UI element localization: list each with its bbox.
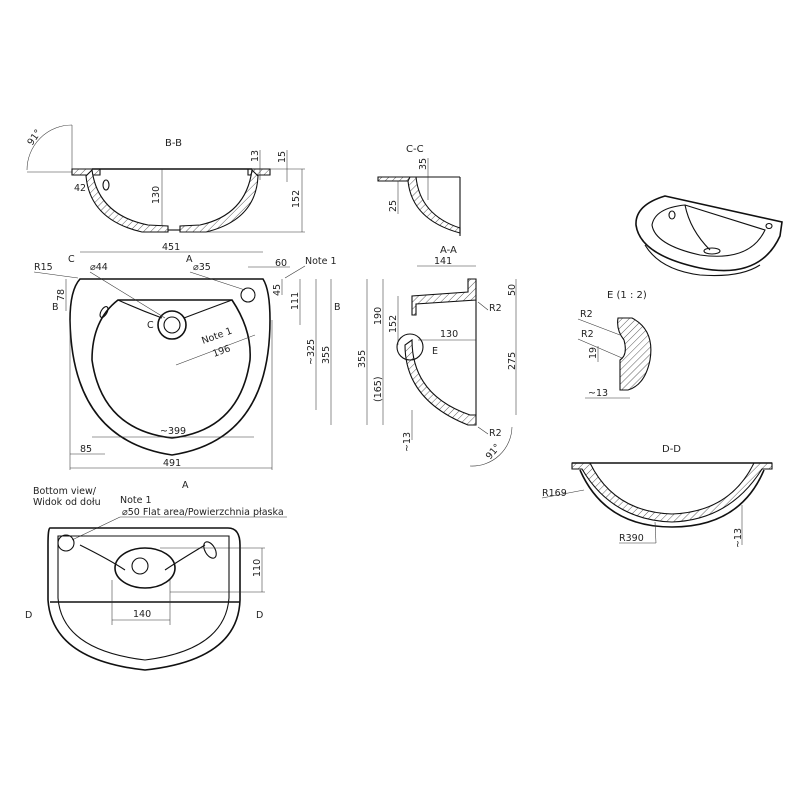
section-bb-view: B-B 91° 130 42 13 15 152 — [25, 124, 305, 233]
svg-text:491: 491 — [163, 458, 181, 469]
svg-text:45: 45 — [272, 284, 283, 296]
svg-text:E: E — [432, 346, 438, 357]
svg-text:190: 190 — [373, 307, 384, 325]
svg-text:25: 25 — [388, 200, 399, 212]
overflow — [99, 306, 109, 318]
svg-text:130: 130 — [151, 186, 162, 204]
svg-text:~325: ~325 — [306, 339, 317, 365]
svg-text:R2: R2 — [489, 303, 502, 314]
svg-text:C: C — [68, 254, 75, 265]
svg-text:78: 78 — [56, 289, 67, 301]
bottom-view: Bottom view/ Widok od dołu Note 1 ⌀50 Fl… — [25, 486, 287, 671]
svg-text:Note 1: Note 1 — [200, 326, 233, 347]
svg-text:B: B — [334, 302, 341, 313]
bottom-view-title-pl: Widok od dołu — [33, 497, 101, 508]
svg-text:35: 35 — [418, 158, 429, 170]
angle-arc — [26, 124, 73, 171]
svg-text:R2: R2 — [581, 329, 594, 340]
svg-text:C: C — [147, 320, 154, 331]
svg-text:355: 355 — [357, 350, 368, 368]
svg-text:15: 15 — [277, 151, 288, 163]
svg-text:⌀44: ⌀44 — [90, 262, 108, 273]
section-cc-view: C-C 35 25 — [377, 144, 461, 236]
svg-text:D-D: D-D — [662, 444, 681, 455]
svg-text:R15: R15 — [34, 262, 53, 273]
tap-hole — [240, 287, 256, 303]
note-title: Note 1 — [120, 495, 152, 506]
flat-area-circle — [57, 534, 75, 552]
top-view: 451 ⌀44 ⌀35 60 Note 1 R15 C 78 B B A A C… — [33, 242, 341, 491]
svg-text:A: A — [182, 480, 189, 491]
svg-text:R2: R2 — [489, 428, 502, 439]
overflow-hole — [102, 179, 110, 191]
section-aa-view: A-A 141 E R2 50 275 355 190 152 130 (165… — [357, 245, 518, 467]
svg-text:A: A — [186, 254, 193, 265]
section-dd-view: D-D R169 R390 ~13 — [541, 444, 773, 548]
svg-text:141: 141 — [434, 256, 452, 267]
bottom-view-title: Bottom view/ — [33, 486, 97, 497]
svg-text:(165): (165) — [373, 376, 384, 402]
svg-text:R169: R169 — [542, 488, 567, 499]
svg-text:42: 42 — [74, 183, 86, 194]
angle-label: 91° — [25, 128, 44, 148]
bowl-outline — [91, 299, 251, 439]
svg-text:91°: 91° — [484, 442, 503, 462]
svg-text:B: B — [52, 302, 59, 313]
svg-text:451: 451 — [162, 242, 180, 253]
isometric-view — [635, 195, 783, 277]
svg-text:~13: ~13 — [588, 388, 608, 399]
basin-outline — [69, 278, 271, 456]
svg-text:R2: R2 — [580, 309, 593, 320]
svg-text:85: 85 — [80, 444, 92, 455]
svg-text:19: 19 — [588, 347, 599, 359]
svg-text:110: 110 — [252, 559, 263, 577]
note-text: ⌀50 Flat area/Powierzchnia płaska — [122, 507, 284, 518]
svg-text:50: 50 — [507, 284, 518, 296]
svg-text:130: 130 — [440, 329, 458, 340]
svg-text:D: D — [25, 610, 32, 621]
svg-text:355: 355 — [321, 346, 332, 364]
svg-text:~13: ~13 — [733, 528, 744, 548]
svg-text:152: 152 — [388, 315, 399, 333]
drain-hole — [157, 310, 187, 340]
detail-e-view: E (1 : 2) R2 R2 19 ~13 — [577, 290, 652, 399]
section-bb-label: B-B — [165, 138, 182, 149]
svg-text:Note 1: Note 1 — [305, 256, 337, 267]
svg-text:140: 140 — [133, 609, 151, 620]
drain-boss — [114, 547, 176, 589]
svg-text:13: 13 — [250, 150, 261, 162]
svg-text:C-C: C-C — [406, 144, 424, 155]
svg-text:111: 111 — [290, 292, 301, 310]
svg-text:R390: R390 — [619, 533, 644, 544]
svg-text:152: 152 — [291, 190, 302, 208]
svg-text:A-A: A-A — [440, 245, 457, 256]
svg-text:D: D — [256, 610, 263, 621]
svg-text:196: 196 — [211, 343, 232, 360]
svg-text:60: 60 — [275, 258, 287, 269]
svg-text:E (1 : 2): E (1 : 2) — [607, 290, 647, 301]
svg-text:275: 275 — [507, 352, 518, 370]
svg-text:~399: ~399 — [160, 426, 186, 437]
svg-text:⌀35: ⌀35 — [193, 262, 211, 273]
detail-e-circle — [396, 333, 424, 361]
svg-text:~13: ~13 — [402, 432, 413, 452]
